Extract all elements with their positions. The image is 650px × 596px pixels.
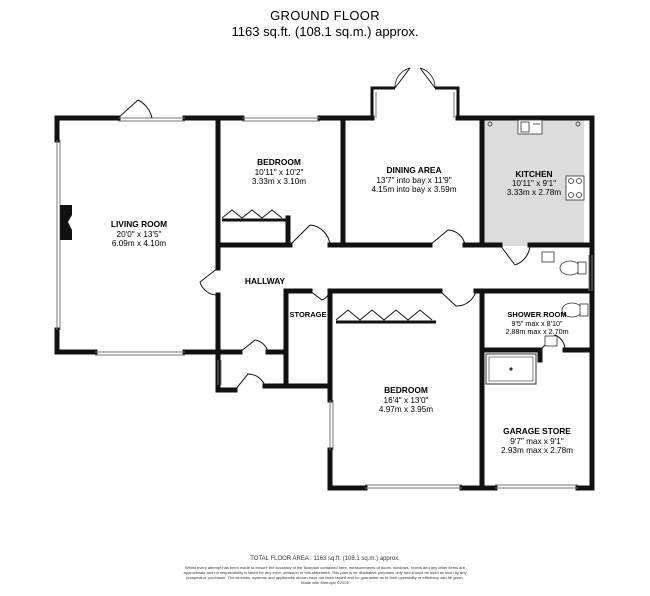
walls	[54, 115, 595, 491]
bay-window	[370, 67, 460, 118]
kitchen-imperial: 10'11" x 9'1"	[512, 179, 556, 188]
doors	[117, 99, 566, 391]
floor-title: GROUND FLOOR	[270, 8, 380, 23]
bedroom-1-name: BEDROOM	[257, 157, 301, 167]
bedroom-2-metric: 4.97m x 3.95m	[379, 405, 433, 414]
fireplace-icon	[60, 205, 72, 240]
dining-area-name: DINING AREA	[386, 165, 441, 175]
shower-room-metric: 2.88m max x 2.70m	[505, 327, 568, 336]
disclaimer: Whilst every attempt has been made to en…	[175, 565, 475, 585]
credit-text: Made with Metropix ©2025	[301, 580, 349, 585]
bathroom-fittings	[541, 251, 589, 347]
living-room-imperial: 20'0" x 13'5"	[117, 230, 162, 239]
kitchen-metric: 3.33m x 2.78m	[507, 188, 561, 197]
shower-room-name: SHOWER ROOM	[507, 310, 566, 319]
living-room-name: LIVING ROOM	[111, 219, 167, 229]
garage-store-name: GARAGE STORE	[503, 426, 571, 436]
disclaimer-text: Whilst every attempt has been made to en…	[183, 565, 467, 580]
kitchen-fittings	[487, 119, 585, 201]
wardrobes	[221, 209, 436, 324]
windows	[56, 117, 593, 489]
shower-tray	[485, 353, 537, 385]
floor-area: 1163 sq.ft. (108.1 sq.m.) approx.	[231, 24, 419, 39]
bedroom-1-imperial: 10'11" x 10'2"	[255, 168, 304, 177]
living-room-metric: 6.09m x 4.10m	[112, 239, 166, 248]
kitchen-name: KITCHEN	[515, 169, 552, 179]
garage-store-metric: 2.93m max x 2.78m	[501, 446, 573, 455]
shower-room-imperial: 9'5" max x 8'10"	[512, 319, 563, 328]
dining-area-imperial: 13'7" into bay x 11'9"	[376, 176, 451, 185]
storage-name: STORAGE	[290, 310, 327, 319]
total-floor-area: TOTAL FLOOR AREA : 1163 sq.ft. (108.1 sq…	[250, 556, 400, 562]
garage-store-imperial: 9'7" max x 9'1"	[510, 437, 564, 446]
bedroom-2-name: BEDROOM	[384, 385, 428, 395]
bedroom-1-metric: 3.33m x 3.10m	[252, 177, 306, 186]
room-labels: LIVING ROOM 20'0" x 13'5" 6.09m x 4.10m …	[111, 157, 573, 455]
dining-area-metric: 4.15m into bay x 3.59m	[371, 185, 456, 194]
hallway-name: HALLWAY	[245, 276, 286, 286]
bedroom-2-imperial: 16'4" x 13'0"	[384, 396, 429, 405]
